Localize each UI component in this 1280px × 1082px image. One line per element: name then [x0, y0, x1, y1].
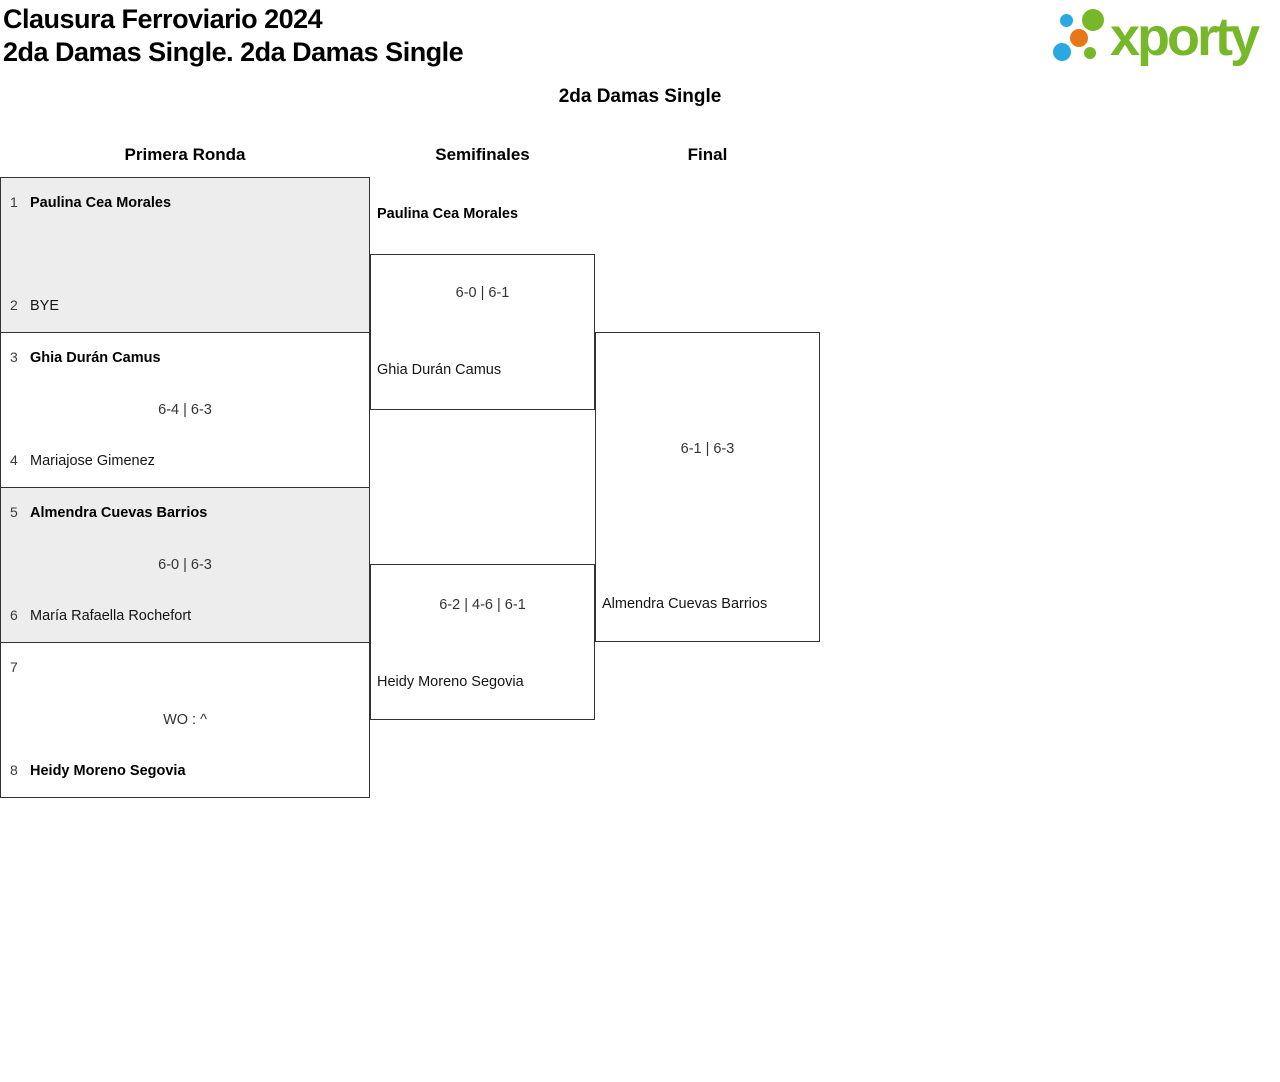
bracket-title: 2da Damas Single	[558, 86, 722, 107]
seed-number: 7	[10, 659, 18, 675]
seed-number: 2	[10, 297, 18, 313]
logo-dot-green-small-icon	[1084, 47, 1096, 59]
match-box-4: 7 WO : ^ 8 Heidy Moreno Segovia	[0, 642, 370, 798]
match-box-3: 5 Almendra Cuevas Barrios 6-0 | 6-3 6 Ma…	[0, 487, 370, 643]
xporty-logo[interactable]: xporty	[1050, 4, 1276, 74]
match-box-2: 3 Ghia Durán Camus 6-4 | 6-3 4 Mariajose…	[0, 332, 370, 488]
match-score: 6-4 | 6-3	[158, 402, 212, 418]
round-header-final: Final	[687, 145, 728, 164]
seed-number: 8	[10, 762, 18, 778]
player-name: BYE	[30, 298, 60, 314]
player-name: María Rafaella Rochefort	[30, 608, 192, 624]
semifinal-1-connector	[370, 254, 595, 410]
logo-dot-blue-small-icon	[1060, 14, 1073, 27]
seed-number: 5	[10, 504, 18, 520]
logo-dot-orange-icon	[1070, 29, 1088, 47]
player-name: Mariajose Gimenez	[30, 453, 155, 469]
page-title: Clausura Ferroviario 2024	[3, 4, 323, 34]
seed-number: 1	[10, 194, 18, 210]
round-header-primera-ronda: Primera Ronda	[124, 145, 246, 164]
logo-wordmark: xporty	[1110, 7, 1260, 67]
semifinal-2-connector	[370, 564, 595, 720]
advancing-player-name: Almendra Cuevas Barrios	[602, 596, 768, 612]
semifinal-1-score: 6-0 | 6-1	[455, 285, 510, 301]
match-score: WO : ^	[163, 712, 207, 728]
semifinal-2-score: 6-2 | 4-6 | 6-1	[439, 597, 526, 613]
seed-number: 3	[10, 349, 18, 365]
final-connector	[595, 332, 820, 642]
match-box-1: 1 Paulina Cea Morales 2 BYE	[0, 177, 370, 333]
advancing-player-name: Ghia Durán Camus	[377, 362, 502, 378]
advancing-player-name: Heidy Moreno Segovia	[377, 674, 524, 690]
seed-number: 4	[10, 452, 18, 468]
round-header-semifinales: Semifinales	[435, 145, 530, 164]
advancing-player-name: Paulina Cea Morales	[377, 206, 519, 222]
seed-number: 6	[10, 607, 18, 623]
logo-dot-green-large-icon	[1082, 9, 1104, 31]
player-name: Ghia Durán Camus	[30, 350, 161, 366]
page-subtitle: 2da Damas Single. 2da Damas Single	[3, 37, 464, 67]
match-score: 6-0 | 6-3	[158, 557, 212, 573]
logo-dot-blue-large-icon	[1053, 43, 1071, 61]
player-name: Heidy Moreno Segovia	[30, 763, 186, 779]
final-score: 6-1 | 6-3	[680, 441, 735, 457]
player-name: Almendra Cuevas Barrios	[30, 505, 208, 521]
player-name: Paulina Cea Morales	[30, 195, 172, 211]
